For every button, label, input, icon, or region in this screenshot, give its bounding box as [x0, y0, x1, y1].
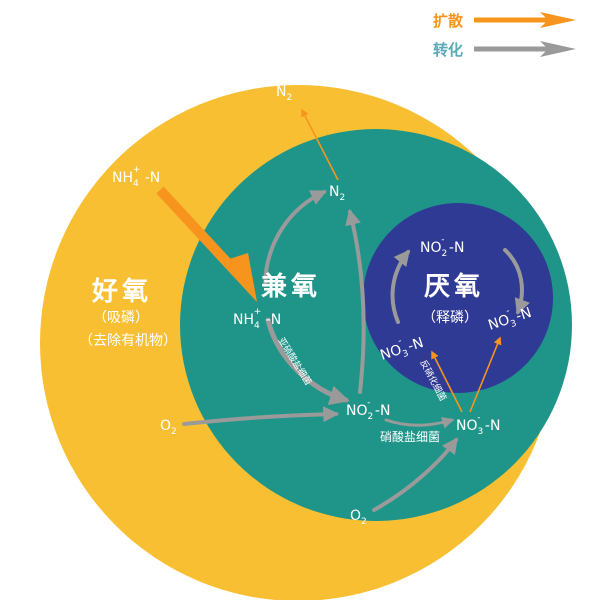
- facultative-title: 兼氧: [261, 271, 321, 302]
- arrow-no3-to-anaerobic-right: [469, 336, 502, 413]
- arrow-o2-bottom: [372, 437, 458, 512]
- arrow-no2-to-no3-anaerobic: [503, 248, 530, 316]
- legend-transform-label: 转化: [433, 41, 463, 59]
- nh4-inner-label: NH4+ -N: [233, 307, 281, 331]
- arrow-no3-to-no2-anaerobic: [390, 249, 410, 324]
- aerobic-sub-1: （吸磷）: [93, 310, 149, 326]
- legend-diffusion-arrowhead: [540, 12, 576, 28]
- arrow-nh4-diffusion-head: [220, 253, 257, 302]
- arrow-nh4-to-n2: [263, 190, 327, 287]
- arrow-nh4-to-no2: [265, 317, 350, 406]
- transform-arrows: [182, 190, 530, 512]
- no3-bottom-label: NO3- -N: [456, 413, 500, 437]
- n2-middle-label: N2: [329, 184, 345, 203]
- nh4-outer-label: NH4+ -N: [112, 165, 160, 189]
- anaerobic-title: 厌氧: [424, 272, 484, 302]
- aerobic-title: 好氧: [91, 277, 152, 307]
- nitrate-bacteria-label: 硝酸盐细菌: [380, 429, 440, 444]
- aerobic-sub-2: （去除有机物）: [79, 333, 177, 349]
- arrow-no2-to-no3: [384, 417, 455, 429]
- no3-left-label: NO3- -N: [377, 330, 427, 367]
- o2-bottom-label: O2: [350, 508, 367, 527]
- arrow-o2-left: [182, 406, 340, 426]
- arrow-no3-to-anaerobic-left: [431, 350, 463, 413]
- no2-anaerobic-label: NO2- -N: [420, 235, 464, 259]
- o2-left-label: O2: [160, 418, 177, 437]
- anaerobic-sub-1: （释磷）: [422, 310, 478, 326]
- diffusion-arrows: [156, 108, 502, 413]
- arrow-no2-to-n2: [345, 208, 366, 394]
- n2-top-label: N2: [276, 84, 292, 103]
- no3-right-label: NO3- -N: [485, 300, 535, 337]
- legend-diffusion-label: 扩散: [433, 12, 464, 30]
- arrow-nh4-diffusion: [156, 186, 240, 276]
- arrow-n2-escape: [301, 108, 339, 181]
- legend-transform-arrowhead: [540, 41, 576, 57]
- legend: 扩散 转化: [433, 12, 576, 59]
- no2-middle-label: NO2- -N: [346, 398, 390, 422]
